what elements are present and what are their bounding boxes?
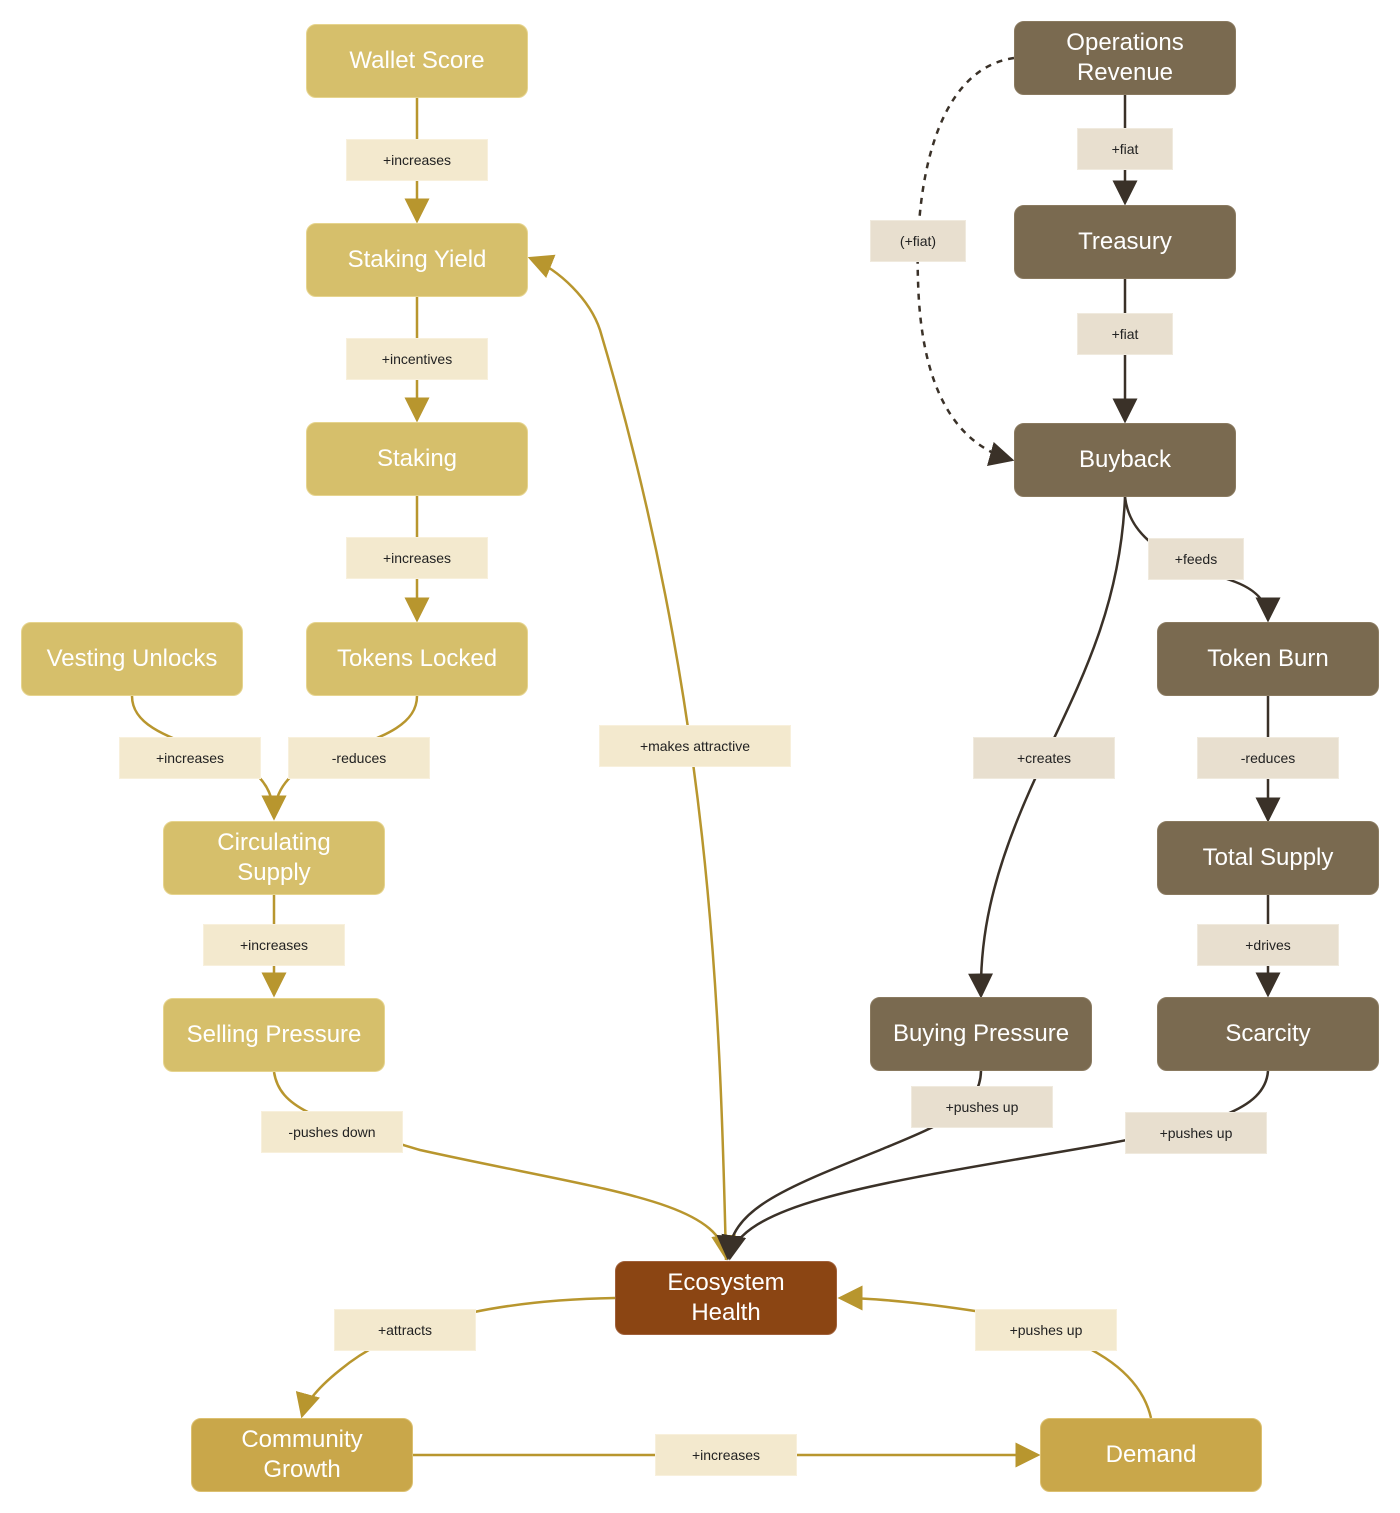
node-demand[interactable]: Demand	[1040, 1418, 1262, 1492]
node-scarcity[interactable]: Scarcity	[1157, 997, 1379, 1071]
edge-buyback-buying	[968, 496, 1127, 999]
node-ecosystem-health[interactable]: Ecosystem Health	[615, 1261, 837, 1335]
edge-label: +feeds	[1148, 538, 1244, 580]
edge-label: +increases	[346, 537, 488, 579]
node-vesting-unlocks[interactable]: Vesting Unlocks	[21, 622, 243, 696]
node-selling-pressure[interactable]: Selling Pressure	[163, 998, 385, 1072]
edge-scarcity-health	[721, 1070, 1270, 1261]
node-community-growth[interactable]: Community Growth	[191, 1418, 413, 1492]
node-treasury[interactable]: Treasury	[1014, 205, 1236, 279]
node-circulating-supply[interactable]: Circulating Supply	[163, 821, 385, 895]
edge-label: +creates	[973, 737, 1115, 779]
edge-label: -reduces	[288, 737, 430, 779]
edge-label: +increases	[203, 924, 345, 966]
edge-label: +attracts	[334, 1309, 476, 1351]
node-total-supply[interactable]: Total Supply	[1157, 821, 1379, 895]
node-buyback[interactable]: Buyback	[1014, 423, 1236, 497]
edge-label: (+fiat)	[870, 220, 966, 262]
edge-label: +makes attractive	[599, 725, 791, 767]
edge-label: -pushes down	[261, 1111, 403, 1153]
edge-label: +increases	[346, 139, 488, 181]
edge-ops-buyback	[916, 56, 1015, 466]
edge-label: +increases	[655, 1434, 797, 1476]
edge-label: +increases	[119, 737, 261, 779]
node-staking-yield[interactable]: Staking Yield	[306, 223, 528, 297]
edge-health-yield	[527, 254, 728, 1261]
node-staking[interactable]: Staking	[306, 422, 528, 496]
node-buying-pressure[interactable]: Buying Pressure	[870, 997, 1092, 1071]
edge-selling-health	[272, 1071, 737, 1261]
node-tokens-locked[interactable]: Tokens Locked	[306, 622, 528, 696]
node-operations-revenue[interactable]: Operations Revenue	[1014, 21, 1236, 95]
edge-label: -reduces	[1197, 737, 1339, 779]
edge-label: +pushes up	[911, 1086, 1053, 1128]
edge-label: +drives	[1197, 924, 1339, 966]
edge-label: +fiat	[1077, 313, 1173, 355]
edge-label: +incentives	[346, 338, 488, 380]
node-token-burn[interactable]: Token Burn	[1157, 622, 1379, 696]
edge-label: +pushes up	[1125, 1112, 1267, 1154]
node-wallet-score[interactable]: Wallet Score	[306, 24, 528, 98]
edge-label: +fiat	[1077, 128, 1173, 170]
edge-label: +pushes up	[975, 1309, 1117, 1351]
